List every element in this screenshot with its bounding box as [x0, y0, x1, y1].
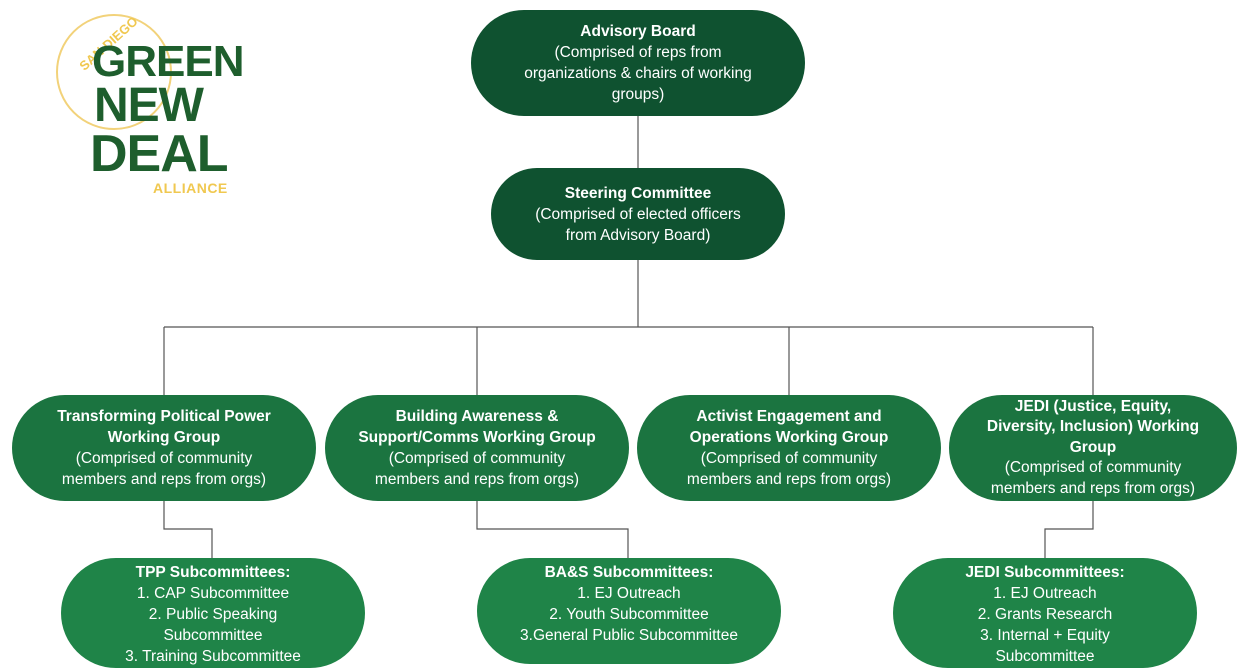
node-desc-line: (Comprised of community	[75, 450, 253, 467]
logo-word-new: NEW	[94, 79, 204, 132]
advisory-board-node: Advisory Board (Comprised of reps from o…	[471, 10, 805, 116]
logo-word-deal: DEAL	[90, 125, 229, 183]
subcommittee-item: 2. Public Speaking	[148, 606, 278, 623]
subcommittee-item: 3.General Public Subcommittee	[520, 627, 738, 644]
subcommittee-item: 2. Youth Subcommittee	[549, 606, 709, 623]
subcommittee-item: 1. EJ Outreach	[577, 585, 681, 602]
node-desc-line: (Comprised of community	[1004, 459, 1182, 477]
node-desc-line: groups)	[611, 86, 665, 103]
logo-word-green: GREEN	[92, 37, 244, 86]
subcommittee-item: Subcommittee	[163, 627, 263, 644]
node-title-line: Diversity, Inclusion) Working	[986, 418, 1200, 436]
tpp-working-group-node: Transforming Political Power Working Gro…	[12, 395, 316, 501]
node-desc-line: (Comprised of reps from	[554, 44, 722, 61]
node-title-line: Operations Working Group	[689, 429, 889, 446]
node-desc-line: members and reps from orgs)	[990, 479, 1196, 497]
bas-subcommittees-node: BA&S Subcommittees: 1. EJ Outreach 2. Yo…	[477, 558, 781, 664]
node-title-line: Activist Engagement and	[696, 408, 882, 425]
node-title-line: Support/Comms Working Group	[358, 429, 596, 446]
node-title-line: Building Awareness &	[395, 408, 559, 425]
subcommittee-title: JEDI Subcommittees:	[965, 564, 1125, 581]
node-title: Steering Committee	[564, 184, 712, 202]
node-desc-line: organizations & chairs of working	[524, 65, 752, 82]
node-title-line: JEDI (Justice, Equity,	[1014, 397, 1172, 415]
tpp-subcommittees-node: TPP Subcommittees: 1. CAP Subcommittee 2…	[61, 558, 365, 668]
aeo-working-group-node: Activist Engagement and Operations Worki…	[637, 395, 941, 501]
node-desc-line: (Comprised of elected officers	[535, 205, 741, 223]
node-desc-line: (Comprised of community	[700, 450, 878, 467]
node-title: Advisory Board	[580, 23, 696, 40]
node-desc-line: members and reps from orgs)	[61, 471, 267, 488]
jedi-working-group-node: JEDI (Justice, Equity, Diversity, Inclus…	[949, 395, 1237, 501]
subcommittee-item: 2. Grants Research	[977, 606, 1113, 623]
subcommittee-item: 1. EJ Outreach	[993, 585, 1097, 602]
node-title-line: Group	[1069, 438, 1117, 456]
subcommittee-item: 1. CAP Subcommittee	[136, 585, 290, 602]
subcommittee-title: BA&S Subcommittees:	[544, 564, 714, 581]
subcommittee-item: 3. Internal + Equity	[980, 627, 1110, 644]
node-desc-line: (Comprised of community	[388, 450, 566, 467]
jedi-subcommittees-node: JEDI Subcommittees: 1. EJ Outreach 2. Gr…	[893, 558, 1197, 668]
node-desc-line: from Advisory Board)	[565, 226, 711, 244]
node-desc-line: members and reps from orgs)	[374, 471, 580, 488]
bas-working-group-node: Building Awareness & Support/Comms Worki…	[325, 395, 629, 501]
steering-committee-node: Steering Committee (Comprised of elected…	[491, 168, 785, 260]
node-desc-line: members and reps from orgs)	[686, 471, 892, 488]
subcommittee-item: Subcommittee	[995, 648, 1095, 665]
node-title-line: Transforming Political Power	[57, 408, 271, 425]
logo-tagline: ALLIANCE	[153, 180, 228, 196]
node-title-line: Working Group	[107, 429, 221, 446]
connector-bas-sub	[476, 500, 629, 558]
logo: SAN DIEGO GREEN NEW DEAL ALLIANCE	[56, 14, 246, 204]
connector-jedi-sub	[1044, 500, 1094, 558]
logo-ring	[56, 14, 172, 130]
connector-tpp-sub	[163, 500, 213, 558]
subcommittee-title: TPP Subcommittees:	[135, 564, 291, 581]
subcommittee-item: 3. Training Subcommittee	[125, 648, 301, 665]
